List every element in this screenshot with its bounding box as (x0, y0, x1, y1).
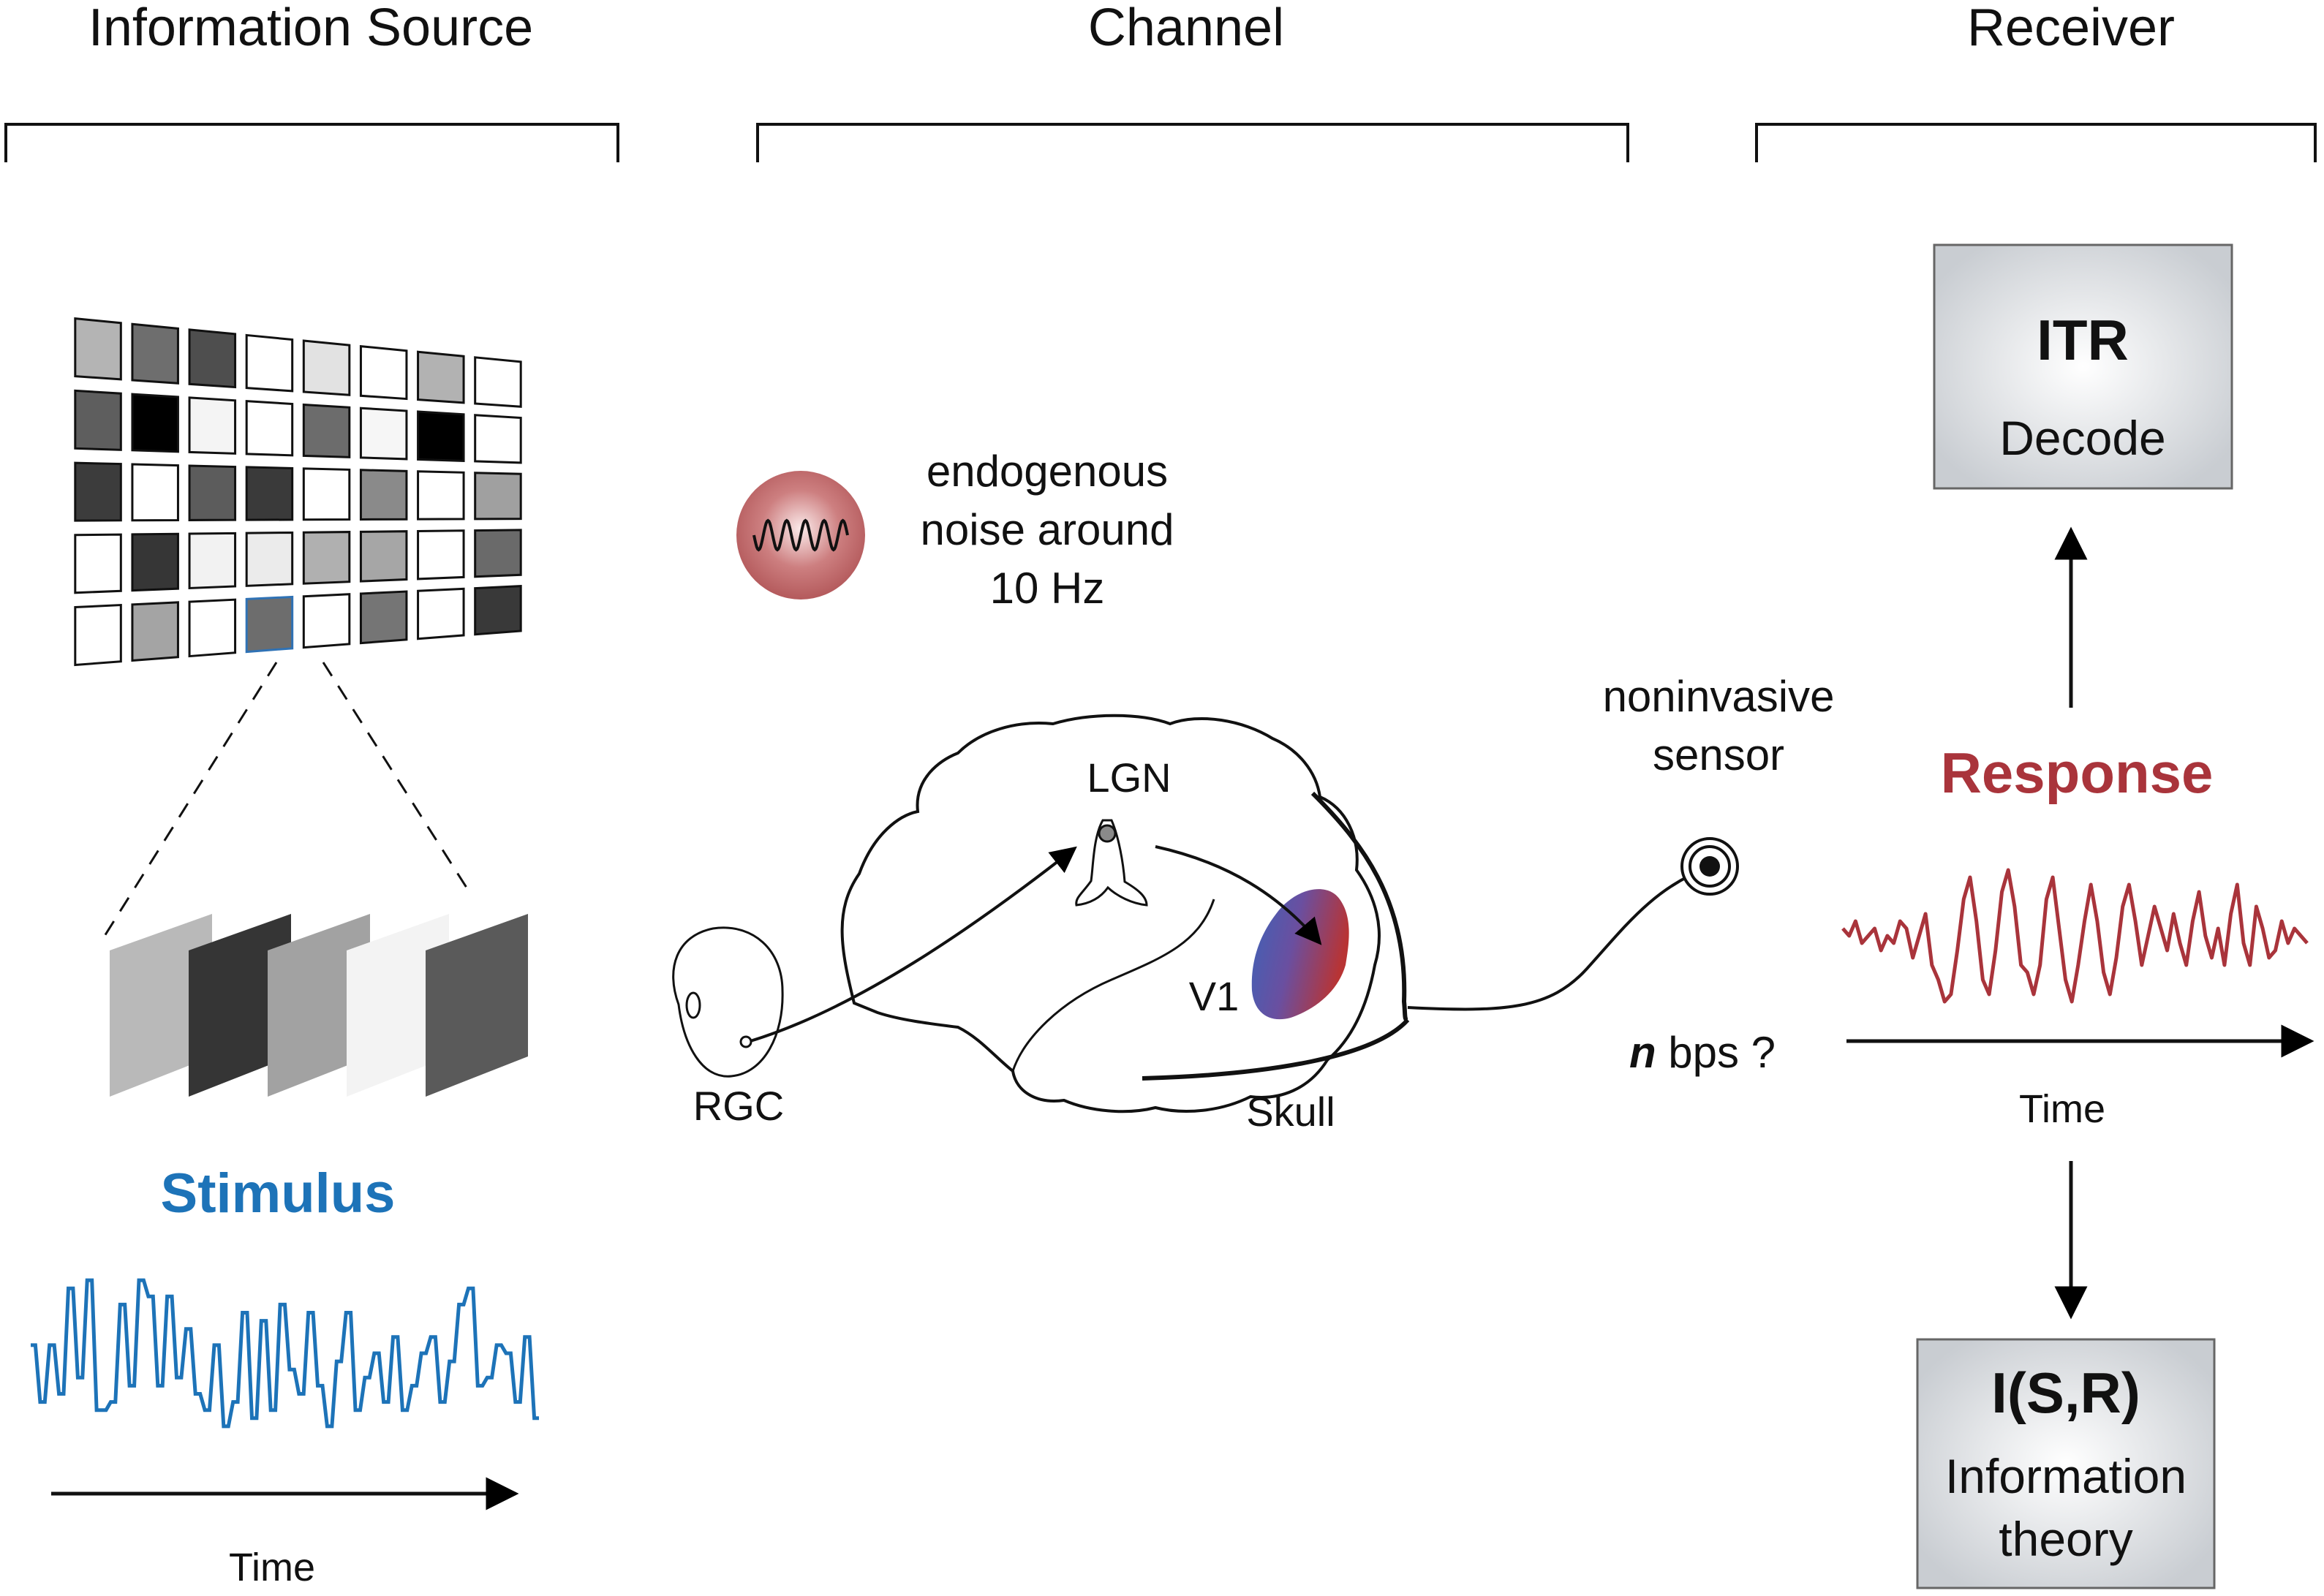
zoom-line-right (322, 662, 473, 896)
grid-cell-r5-c1 (74, 603, 122, 667)
bracket-source (4, 123, 619, 162)
lgn-shape (1075, 819, 1148, 907)
sensor-icon (1699, 856, 1720, 877)
grid-cell-r1-c1 (74, 317, 122, 381)
grid-cell-r4-c6 (359, 530, 408, 583)
rgc-label: RGC (693, 1083, 784, 1129)
stimulus-grid (74, 317, 522, 667)
grid-cell-r3-c5 (302, 467, 351, 521)
stimulus-frame-4 (347, 914, 449, 1097)
v1-label: V1 (1189, 973, 1240, 1019)
rgc-point (739, 1035, 752, 1048)
bracket-receiver (1755, 123, 2317, 162)
rgc-to-lgn-arrow (750, 846, 1077, 1043)
grid-cell-r5-c4 (245, 595, 294, 654)
zoom-line-left (101, 662, 278, 940)
grid-cell-r3-c4 (245, 466, 294, 521)
grid-cell-r5-c2 (131, 601, 179, 662)
stimulus-trace (31, 1278, 539, 1429)
response-title: Response (1941, 741, 2214, 805)
grid-cell-r4-c4 (245, 531, 294, 587)
grid-cell-r1-c3 (188, 328, 237, 389)
grid-cell-r1-c7 (417, 350, 465, 404)
grid-cell-r2-c5 (302, 403, 351, 458)
itr-title: ITR (2037, 308, 2129, 372)
grid-cell-r4-c8 (474, 529, 522, 578)
grid-cell-r2-c7 (417, 410, 465, 462)
noise-label-line3: 10 Hz (990, 564, 1105, 613)
grid-cell-r4-c5 (302, 531, 351, 585)
noise-label-line1: endogenous (927, 447, 1168, 496)
lgn-nucleus (1098, 824, 1117, 843)
eye-lens (685, 991, 701, 1019)
section-title-source: Information Source (88, 0, 533, 57)
grid-cell-r1-c2 (131, 322, 179, 385)
grid-cell-r2-c1 (74, 389, 122, 451)
grid-cell-r3-c2 (131, 463, 179, 522)
sensor-label-line1: noninvasive (1603, 672, 1835, 721)
grid-cell-r3-c7 (417, 470, 465, 521)
stimulus-frame-3 (268, 914, 370, 1097)
grid-cell-r1-c4 (245, 333, 294, 393)
section-title-channel: Channel (1088, 0, 1284, 57)
section-title-receiver: Receiver (1967, 0, 2175, 57)
grid-cell-r2-c4 (245, 400, 294, 457)
lgn-to-v1-arrow (1155, 845, 1322, 945)
grid-cell-r3-c3 (188, 464, 237, 521)
stimulus-frame-5 (426, 914, 528, 1097)
grid-cell-r5-c3 (188, 598, 237, 658)
isr-box (1916, 1338, 2216, 1589)
response-trace (1841, 868, 2309, 1004)
grid-cell-r1-c8 (474, 356, 522, 408)
noise-wave-icon (752, 518, 849, 552)
stimulus-frame-2 (189, 914, 291, 1097)
bps-n: n (1629, 1028, 1656, 1077)
bps-label: n bps ? (1629, 1028, 1776, 1077)
grid-cell-r5-c7 (417, 587, 465, 640)
grid-cell-r4-c7 (417, 529, 465, 580)
stimulus-frames (110, 914, 528, 1097)
grid-cell-r3-c6 (359, 469, 408, 521)
response-time-label: Time (2019, 1087, 2105, 1131)
skull-upper (1310, 791, 1408, 1022)
grid-cell-r5-c5 (302, 593, 351, 649)
bracket-channel (756, 123, 1629, 162)
skull-label: Skull (1246, 1089, 1335, 1135)
grid-cell-r2-c6 (359, 406, 408, 461)
itr-box (1933, 243, 2233, 490)
noise-label-line2: noise around (921, 505, 1174, 554)
grid-cell-r5-c8 (474, 585, 522, 636)
grid-cell-r3-c1 (74, 461, 122, 522)
grid-cell-r2-c3 (188, 396, 237, 455)
brain-outline (840, 714, 1381, 1113)
isr-subtitle-line2: theory (1999, 1512, 2132, 1566)
v1-region (1251, 889, 1349, 1020)
brain-inner-fold (1011, 899, 1215, 1072)
grid-cell-r2-c8 (474, 414, 522, 464)
grid-cell-r4-c2 (131, 532, 179, 592)
eye-outline (672, 926, 784, 1078)
grid-cell-r1-c6 (359, 344, 408, 401)
grid-cell-r5-c6 (359, 590, 408, 645)
sensor-wire (1407, 866, 1708, 1011)
grid-cell-r3-c8 (474, 472, 522, 521)
stimulus-title: Stimulus (161, 1162, 396, 1225)
bps-text: bps ? (1656, 1028, 1776, 1077)
isr-subtitle-line1: Information (1945, 1449, 2187, 1503)
isr-title: I(S,R) (1991, 1361, 2140, 1425)
grid-cell-r4-c1 (74, 533, 122, 594)
sensor-label-line2: sensor (1653, 730, 1784, 779)
lgn-label: LGN (1087, 754, 1171, 801)
stimulus-time-label: Time (229, 1546, 315, 1589)
itr-subtitle: Decode (1999, 411, 2166, 465)
skull-lower (1142, 1018, 1410, 1081)
grid-cell-r2-c2 (131, 393, 179, 453)
grid-cell-r4-c3 (188, 532, 237, 590)
grid-cell-r1-c5 (302, 339, 351, 396)
stimulus-frame-1 (110, 914, 212, 1097)
